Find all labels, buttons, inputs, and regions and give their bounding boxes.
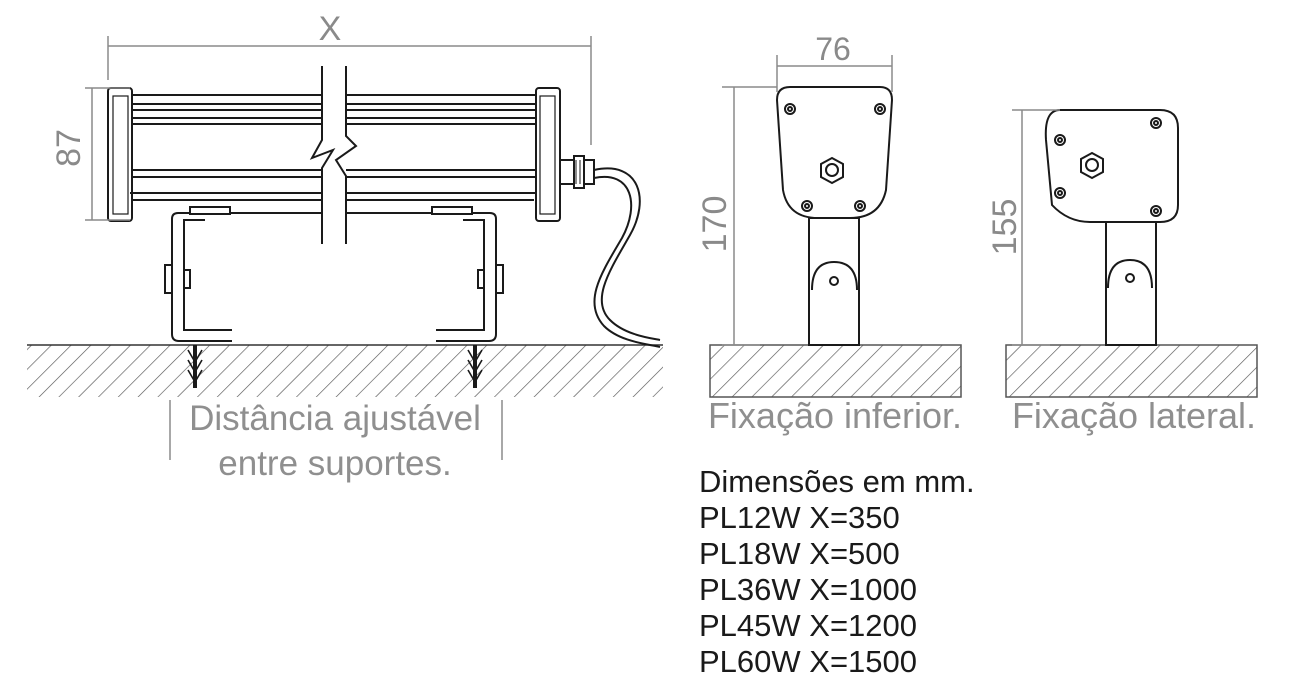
bottom-mount-caption: Fixação inferior. <box>708 395 962 436</box>
model-row: PL45W X=1200 <box>699 608 918 643</box>
side-view-dimensions <box>85 36 592 460</box>
model-row: PL12W X=350 <box>699 500 900 535</box>
side-mount-dimensions <box>1012 109 1060 346</box>
side-mount-caption: Fixação lateral. <box>1012 395 1256 436</box>
dimension-notes: Dimensões em mm. PL12W X=350 PL18W X=500… <box>699 464 975 680</box>
side-view-fixture <box>27 66 663 397</box>
length-dimension-label: X <box>319 10 342 48</box>
width-dimension-label: 76 <box>815 31 851 67</box>
support-distance-caption-line2: entre suportes. <box>218 444 451 483</box>
ground-hatch <box>27 345 663 397</box>
front-view-bottom-mount <box>709 86 962 398</box>
front-view-dimensions <box>722 55 893 346</box>
bottom-mount-height-label: 170 <box>696 196 734 253</box>
anchor-left <box>187 345 203 388</box>
anchor-right <box>467 345 483 388</box>
units-note: Dimensões em mm. <box>699 464 975 499</box>
height-dimension-label: 87 <box>50 129 88 167</box>
model-row: PL36W X=1000 <box>699 572 918 607</box>
side-mount-view <box>1005 109 1258 398</box>
side-mount-height-label: 155 <box>986 199 1024 256</box>
model-row: PL18W X=500 <box>699 536 900 571</box>
support-distance-caption-line1: Distância ajustável <box>189 399 481 438</box>
model-row: PL60W X=1500 <box>699 644 918 679</box>
